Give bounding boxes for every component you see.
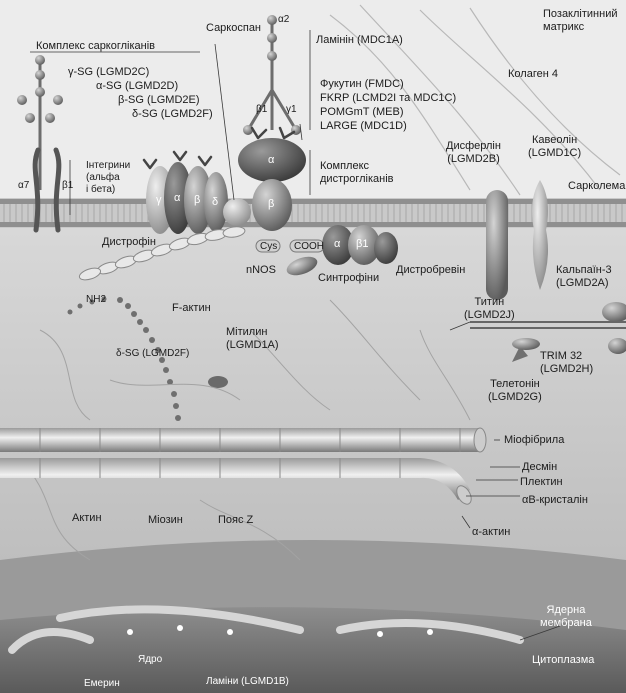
label-z-band: Пояс Z: [218, 514, 253, 527]
label-cys: Cys: [260, 241, 277, 253]
label-dystrobrevin: Дистробревін: [396, 264, 465, 277]
label-delta-sg: δ-SG (LGMD2F): [132, 108, 213, 121]
label-cooh: COOH: [294, 241, 324, 253]
label-syntrophins: Синтрофіни: [318, 272, 379, 285]
label-nuclear-membrane: Ядерна мембрана: [540, 604, 592, 630]
label-myotilin: Мітилин (LGMD1A): [226, 326, 279, 352]
label-fukutin: Фукутин (FMDC): [320, 78, 404, 91]
label-nh2: NH2: [86, 294, 106, 306]
label-pomgmt: POMGmT (MEB): [320, 106, 404, 119]
label-delta-sg-lower: δ-SG (LGMD2F): [116, 348, 189, 360]
label-emerin: Емерин: [84, 678, 120, 690]
label-telethonin: Телетонін (LGMD2G): [488, 378, 542, 404]
label-actin: Актин: [72, 512, 102, 525]
label-lamins: Ламіни (LGMD1B): [206, 676, 289, 688]
label-sarcospan: Саркоспан: [206, 22, 261, 35]
label-alpha2: α2: [278, 14, 289, 26]
label-syntrophin-beta1: β1: [356, 238, 368, 251]
label-beta-sg: β-SG (LGMD2E): [118, 94, 200, 107]
label-dg-alpha: α: [268, 154, 274, 167]
label-myofibril: Міофібрила: [504, 434, 564, 447]
label-ab-crystallin: αB-кристалін: [522, 494, 588, 507]
label-dystroglycan-complex: Комплекс дистрогліканів: [320, 160, 394, 186]
myotilin-shape: [208, 376, 228, 388]
label-beta1-integrin: β1: [62, 180, 73, 192]
label-cytoplasm: Цитоплазма: [532, 654, 594, 667]
label-sarcoglycan-complex: Комплекс саркогліканів: [36, 40, 155, 53]
label-alpha7: α7: [18, 180, 29, 192]
label-gamma-sg: γ-SG (LGMD2C): [68, 66, 149, 79]
label-sarcolemma: Сарколема: [568, 180, 625, 193]
label-calpain3: Кальпаїн-3 (LGMD2A): [556, 264, 612, 290]
label-caveolin: Кавеолін (LGMD1C): [528, 134, 581, 160]
label-extracellular-matrix: Позаклітинний матрикс: [543, 8, 617, 34]
label-sg-gamma: γ: [156, 194, 162, 207]
label-trim32: TRIM 32 (LGMD2H): [540, 350, 593, 376]
myofibril-upper: [0, 428, 486, 452]
label-sg-alpha: α: [174, 192, 180, 205]
label-nucleus: Ядро: [138, 654, 162, 666]
label-fkrp: FKRP (LCMD2I та MDC1C): [320, 92, 456, 105]
label-dg-beta: β: [268, 198, 274, 211]
label-dysferlin: Дисферлін (LGMD2B): [446, 140, 501, 166]
label-nnos: nNOS: [246, 264, 276, 277]
label-f-actin: F-актин: [172, 302, 211, 315]
label-sg-beta: β: [194, 194, 200, 207]
label-syntrophin-alpha: α: [334, 238, 340, 251]
label-large: LARGE (MDC1D): [320, 120, 407, 133]
label-titin: Титин (LGMD2J): [464, 296, 515, 322]
label-desmin: Десмін: [522, 461, 557, 474]
label-dystrophin: Дистрофін: [102, 236, 156, 249]
label-integrins: Інтегрини (альфа і бета): [86, 160, 130, 196]
label-alpha-sg: α-SG (LGMD2D): [96, 80, 178, 93]
label-alpha-actin: α-актин: [472, 526, 510, 539]
label-beta1-laminin: β1: [256, 104, 267, 116]
label-gamma1: γ1: [286, 104, 297, 116]
label-collagen4: Колаген 4: [508, 68, 558, 81]
label-sg-delta: δ: [212, 196, 218, 209]
label-laminin: Ламінін (MDC1A): [316, 34, 403, 47]
label-myosin: Міозин: [148, 514, 183, 527]
label-plectin: Плектин: [520, 476, 563, 489]
